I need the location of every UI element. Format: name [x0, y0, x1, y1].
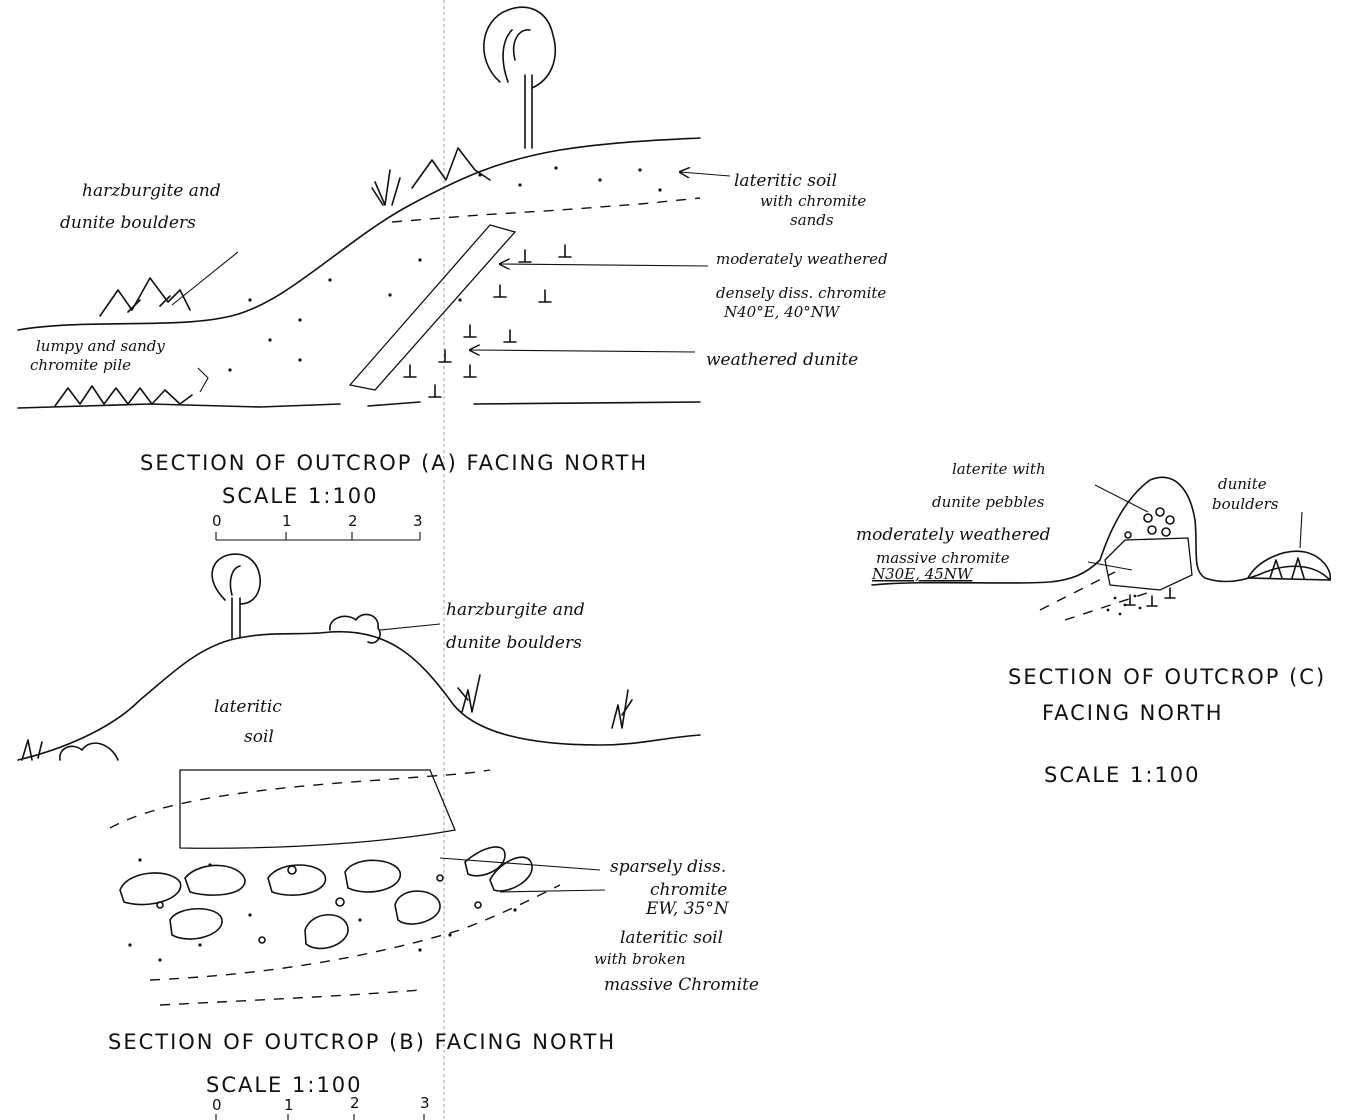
label-a-pile-2: chromite pile	[30, 356, 131, 374]
label-b-soil-2: soil	[244, 727, 274, 747]
label-a-soil-1: lateritic soil	[734, 171, 837, 191]
label-c-dunite-1: dunite	[1218, 475, 1267, 493]
section-b-tick-2: 2	[350, 1094, 360, 1112]
section-b-drawing	[18, 554, 700, 1005]
section-a-labels: harzburgite and dunite boulders lumpy an…	[30, 171, 888, 374]
label-a-chromite-1: moderately weathered	[716, 250, 888, 268]
label-b-sparse-2: chromite	[650, 880, 727, 900]
section-a-title: SECTION OF OUTCROP (A) FACING NORTH	[140, 451, 648, 475]
section-a-scale-label: SCALE 1:100	[222, 484, 379, 508]
label-a-boulders-1: harzburgite and	[82, 181, 221, 201]
label-b-broken-3: massive Chromite	[604, 975, 759, 995]
section-b-tick-1: 1	[284, 1096, 294, 1114]
section-c-title: SECTION OF OUTCROP (C)	[1008, 665, 1326, 689]
label-b-boulders-2: dunite boulders	[446, 633, 582, 653]
label-a-chromite-3: N40°E, 40°NW	[723, 303, 841, 321]
label-a-soil-2: with chromite	[760, 192, 866, 210]
label-c-massive-3: N30E, 45NW	[871, 565, 974, 583]
section-a-tick-1: 1	[282, 512, 292, 530]
section-a-tick-0: 0	[212, 512, 222, 530]
section-b-labels: harzburgite and dunite boulders lateriti…	[214, 600, 759, 995]
section-b-tick-0: 0	[212, 1096, 222, 1114]
section-a-scale: SCALE 1:100 0 1 2 3	[212, 484, 423, 540]
label-c-laterite-1: laterite with	[952, 460, 1046, 478]
section-b-scale-label: SCALE 1:100	[206, 1073, 363, 1097]
label-c-laterite-2: dunite pebbles	[932, 493, 1045, 511]
label-a-chromite-2: densely diss. chromite	[716, 284, 886, 302]
label-a-pile-1: lumpy and sandy	[36, 337, 165, 355]
section-b-scale: SCALE 1:100 0 1 2 3	[206, 1073, 430, 1120]
section-a-tick-2: 2	[348, 512, 358, 530]
section-b-title: SECTION OF OUTCROP (B) FACING NORTH	[108, 1030, 616, 1054]
label-b-broken-2: with broken	[594, 950, 686, 968]
label-c-dunite-2: boulders	[1212, 495, 1279, 513]
label-a-dunite: weathered dunite	[706, 350, 858, 370]
label-c-massive-1: moderately weathered	[856, 525, 1051, 545]
label-b-sparse-1: sparsely diss.	[610, 857, 726, 877]
label-b-boulders-1: harzburgite and	[446, 600, 585, 620]
section-b-tick-3: 3	[420, 1094, 430, 1112]
section-c-facing: FACING NORTH	[1042, 701, 1224, 725]
section-a-tick-3: 3	[413, 512, 423, 530]
label-b-soil-1: lateritic	[214, 697, 282, 717]
label-b-sparse-3: EW, 35°N	[645, 899, 730, 919]
label-a-soil-3: sands	[790, 211, 834, 229]
section-c-scale-label: SCALE 1:100	[1044, 763, 1201, 787]
label-b-broken-1: lateritic soil	[620, 928, 723, 948]
label-a-boulders-2: dunite boulders	[60, 213, 196, 233]
section-c-labels: laterite with dunite pebbles dunite boul…	[856, 460, 1279, 583]
